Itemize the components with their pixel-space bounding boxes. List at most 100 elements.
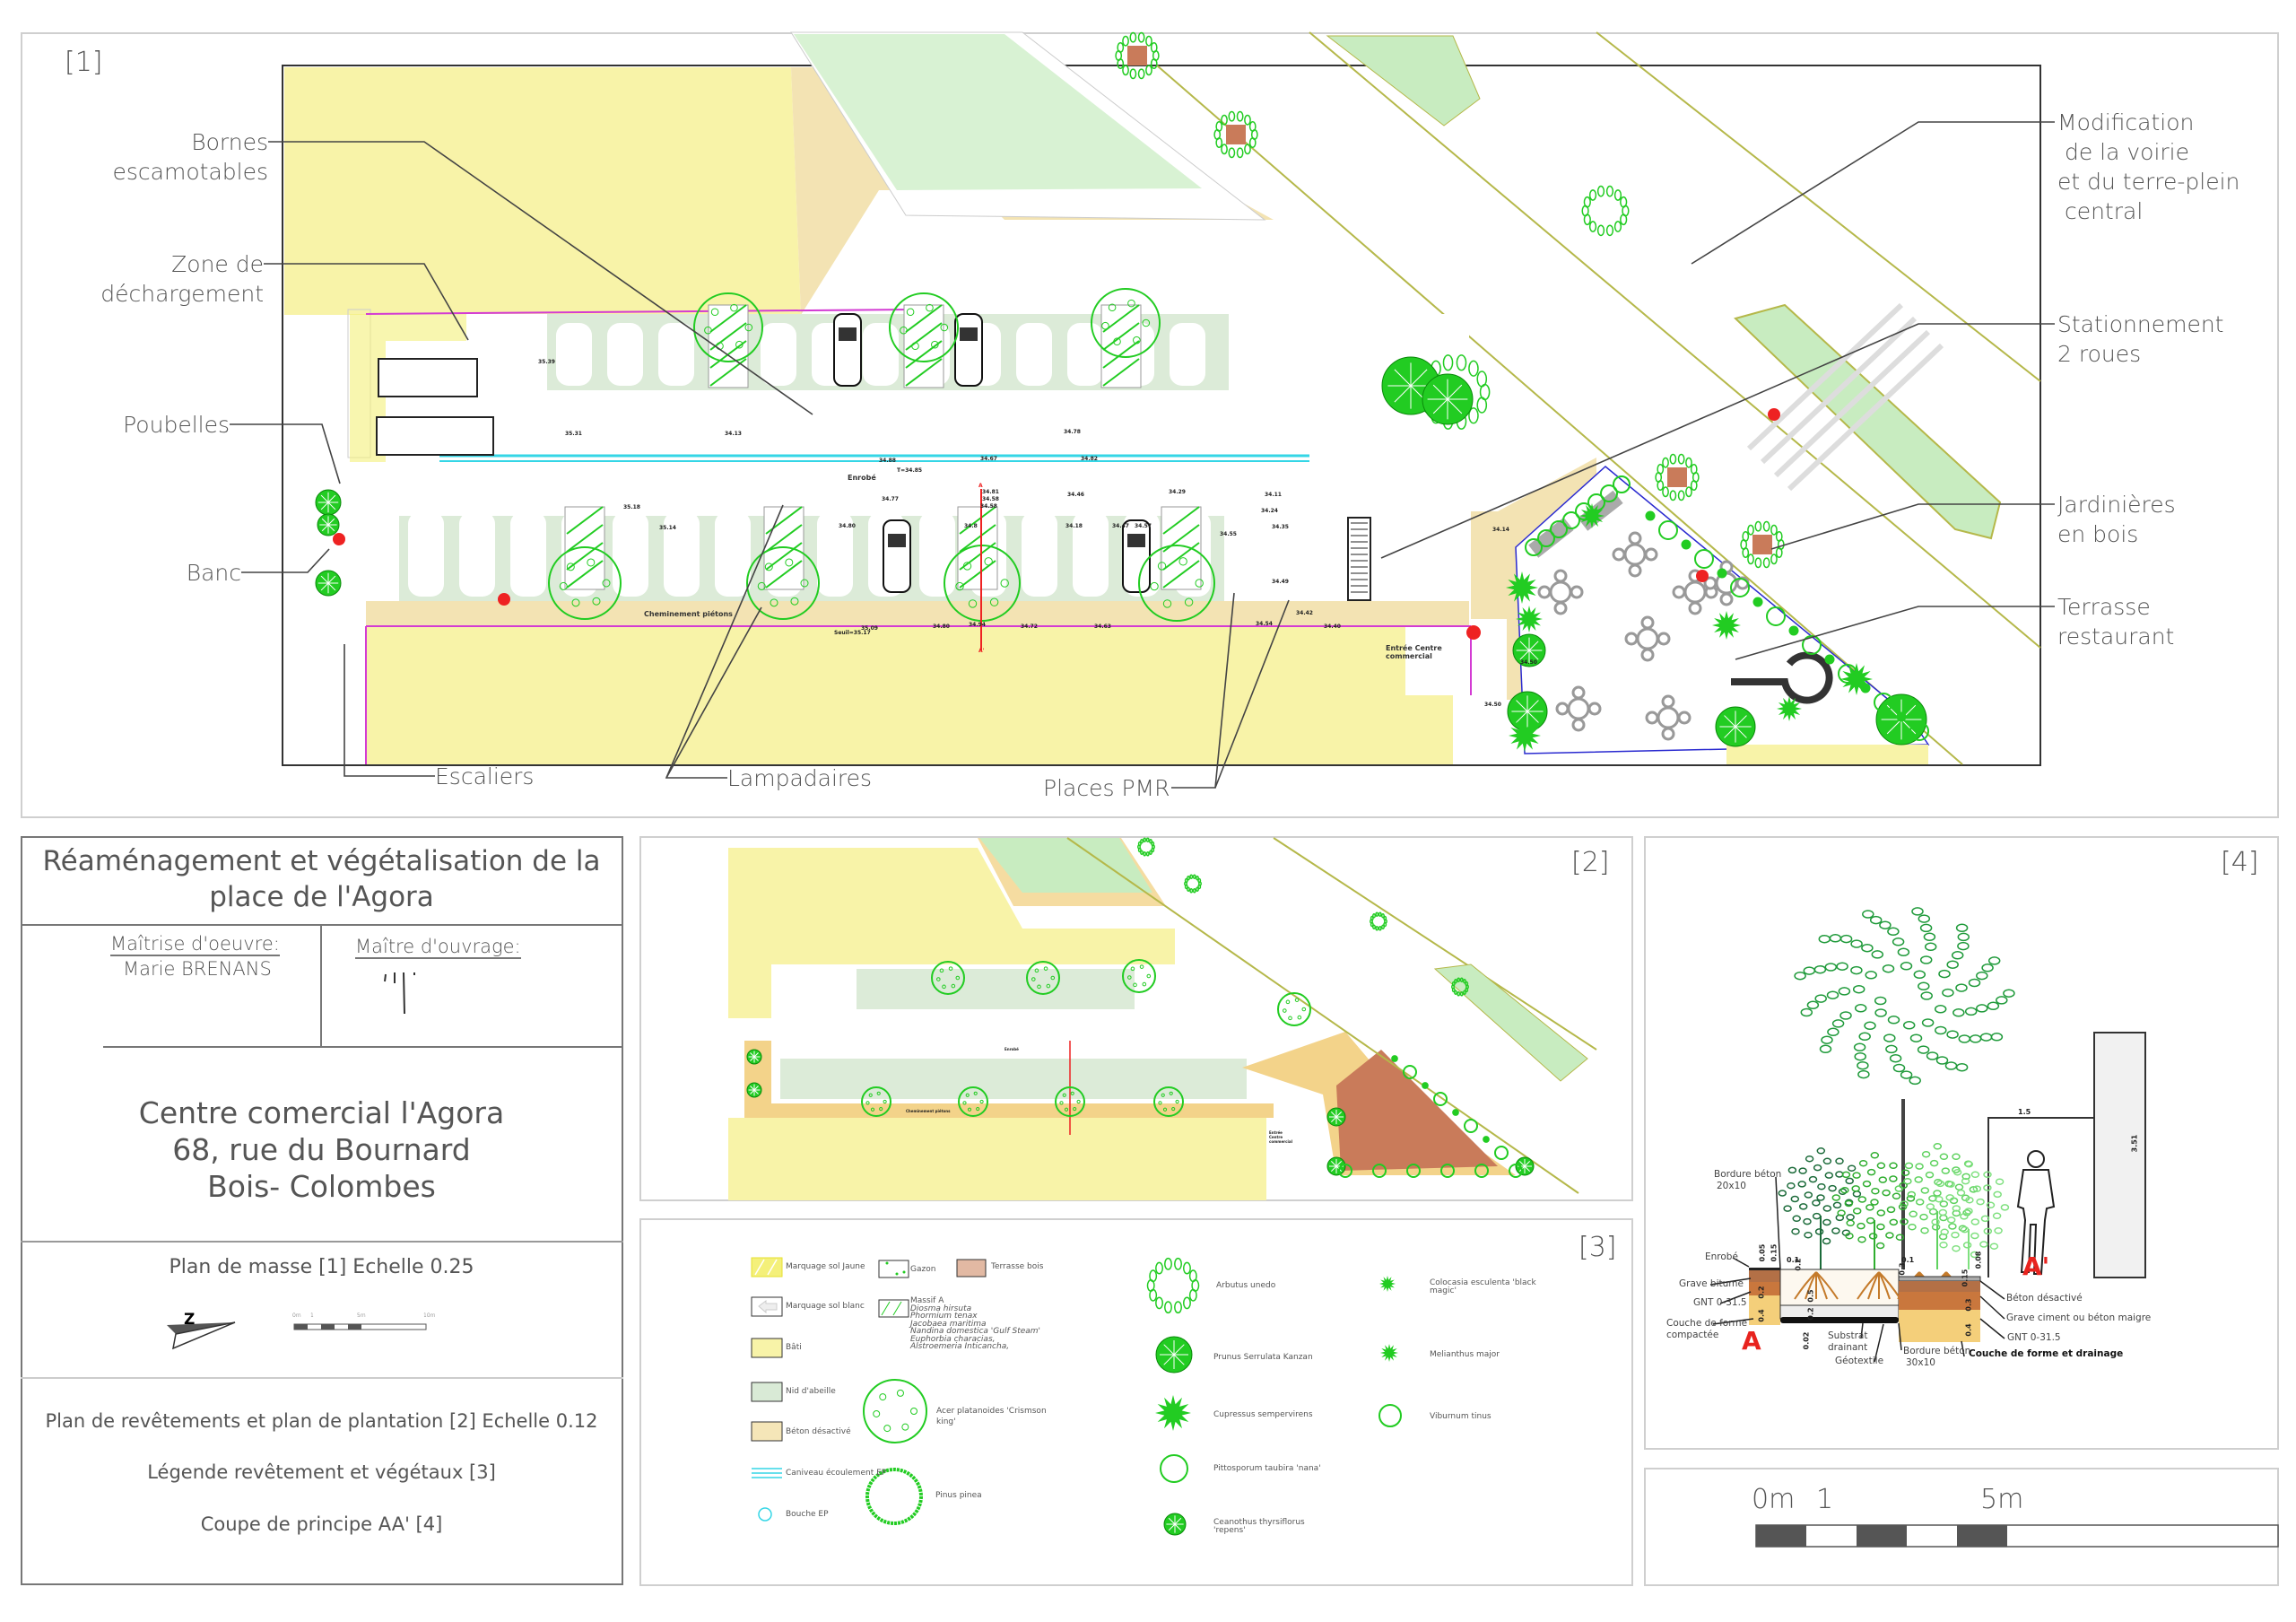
chair [1555, 702, 1570, 716]
panel-number-3: [3] [1578, 1232, 1617, 1263]
legend-label: Ceanothus thyrsiflorus'repens' [1213, 1519, 1305, 1535]
legend-label: Marquage sol Jaune [786, 1262, 865, 1271]
shrub-leaf [1875, 1242, 1885, 1250]
tree-branch [1528, 641, 1539, 651]
hatch [1102, 304, 1140, 333]
legend-line: Massif A [910, 1296, 944, 1305]
tree-icon [1587, 493, 1605, 511]
spot-level: 35.14 [659, 525, 676, 531]
root [1815, 1271, 1839, 1300]
dimension-label: 1.5 [2018, 1108, 2031, 1116]
tree-branch [320, 494, 329, 503]
coupe-label: GNT 0-31.5 [1693, 1297, 1747, 1308]
tree-crown [1550, 520, 1568, 538]
dimension-label: 0.2 [1757, 1286, 1766, 1299]
tree-crown [1587, 493, 1605, 511]
tree-branch [327, 494, 336, 503]
shrub-leaf [1812, 1212, 1822, 1220]
legend-label: Gazon [910, 1265, 936, 1274]
tree-leaf [979, 1099, 984, 1104]
hatch [566, 542, 604, 571]
dimension-label: 0.3 [1898, 1262, 1907, 1276]
leader-lines [230, 121, 2055, 789]
tree-icon [1896, 711, 1907, 722]
tree-crown [1575, 502, 1593, 520]
tree-icon [1575, 502, 1593, 520]
leaf [1968, 978, 1981, 988]
annotation-line: 2 roues [2057, 341, 2142, 367]
tree-icon [861, 1086, 891, 1117]
hatch [1162, 560, 1200, 589]
chair [1661, 694, 1675, 709]
tree-icon [1370, 911, 1387, 931]
tree-branch [1174, 1517, 1182, 1525]
tree-branch [1168, 1517, 1176, 1525]
plan-revetements-drawing [728, 837, 1597, 1200]
tree-icon [315, 489, 342, 516]
tree-leaf [1145, 837, 1150, 842]
shrub-leaf [1805, 1155, 1814, 1163]
chair [1644, 547, 1658, 562]
leaf [1919, 923, 1933, 933]
spot-level: 34.18 [1065, 523, 1083, 529]
tree-crown [1516, 606, 1543, 632]
tree-leaf [1070, 1091, 1074, 1095]
dimension-label: 0.08 [1974, 1251, 1983, 1269]
hatch [905, 358, 943, 387]
panel-number-1: [1] [65, 47, 103, 78]
tree-icon [1715, 706, 1756, 747]
hatch [566, 506, 604, 535]
bati-bottom [366, 626, 1453, 764]
leaf [1850, 939, 1863, 948]
shrub-leaf [1847, 1164, 1857, 1172]
tree-leaf [1187, 886, 1190, 893]
shrub-leaf [1885, 1232, 1894, 1239]
shrub-leaf [1908, 1223, 1917, 1231]
tree-branch [1330, 1111, 1337, 1118]
leaf [1826, 990, 1839, 999]
leaf [1850, 965, 1863, 975]
shrub-leaf [1931, 1218, 1940, 1225]
tree-crown [1372, 1164, 1387, 1178]
tree-leaf [1139, 964, 1144, 969]
tree-leaf [936, 977, 941, 981]
tree-leaf [1164, 1257, 1172, 1270]
parking-bay [863, 323, 899, 386]
tree-leaf [1596, 185, 1605, 197]
dimension-label: 0.05 [1758, 1243, 1767, 1262]
legend-label: Caniveau écoulement EP [786, 1469, 887, 1478]
tree-leaf [1137, 68, 1145, 80]
tree-leaf [1129, 31, 1137, 43]
tree-leaf [1770, 554, 1778, 565]
tree-leaf [1454, 990, 1457, 996]
panel-coupe [1644, 836, 2279, 1450]
gazon-tuft [885, 1261, 889, 1265]
tree-leaf [1669, 490, 1677, 501]
leaf [2003, 989, 2015, 998]
tree-leaf [1770, 524, 1778, 536]
tree-icon [1326, 1156, 1346, 1176]
tree-leaf [1108, 303, 1117, 312]
tree-leaf [1189, 888, 1194, 894]
chair [1553, 569, 1568, 583]
tree-icon [1860, 683, 1871, 693]
chair [1612, 547, 1626, 562]
shrub-leaf [1992, 1212, 2002, 1220]
tree-crown [1452, 1109, 1459, 1116]
tree-leaf [1174, 1257, 1182, 1270]
tree-leaf [948, 966, 953, 971]
leaf [1921, 1018, 1935, 1027]
tree-crown [1138, 545, 1215, 622]
tree-leaf [1140, 838, 1144, 844]
leaf [1871, 950, 1884, 959]
tree-crown [1896, 711, 1907, 722]
leaf [1887, 927, 1900, 937]
chair [1571, 718, 1586, 732]
tree-leaf [1459, 977, 1464, 982]
tree-leaf [868, 1093, 873, 1097]
leaf [1924, 942, 1937, 952]
tree-leaf [1605, 185, 1614, 197]
chair [1688, 601, 1702, 615]
shrub-leaf [1929, 1159, 1939, 1167]
